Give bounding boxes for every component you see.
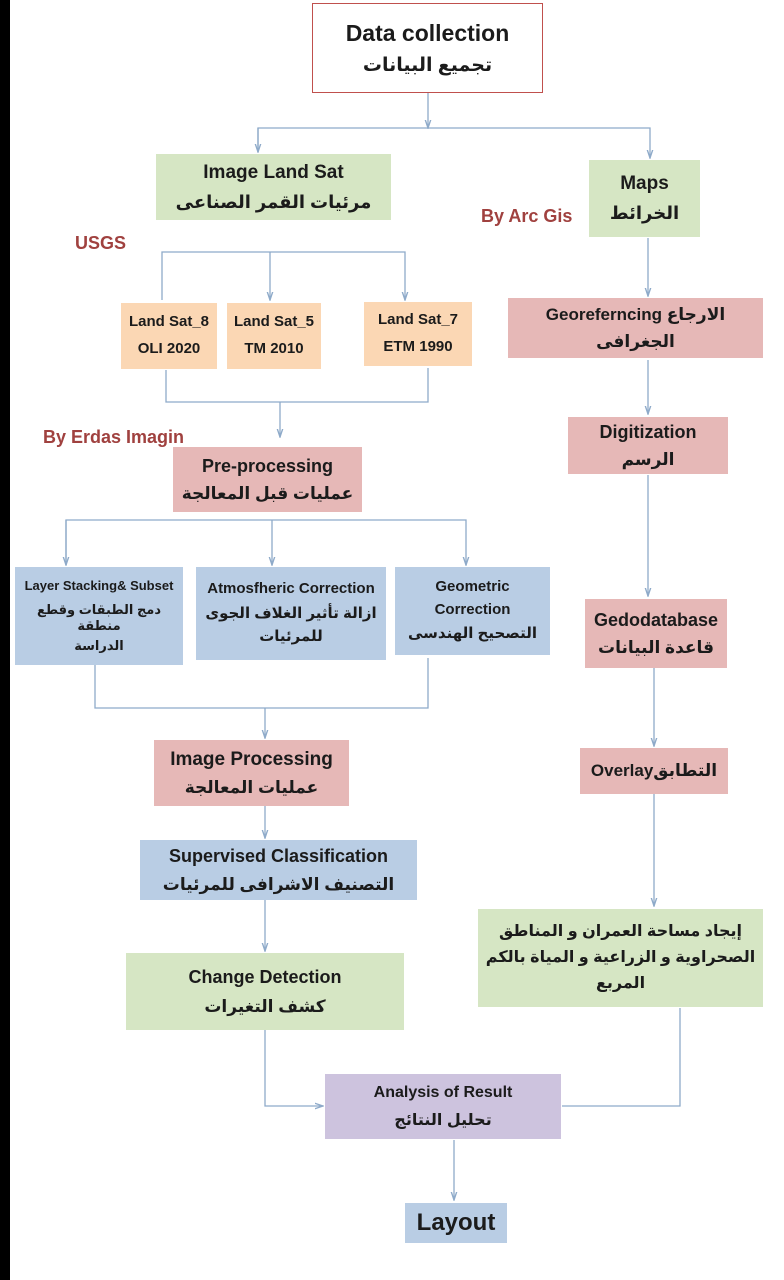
landsat5-box: Land Sat_5 TM 2010 <box>227 303 321 369</box>
image-landsat-title: Image Land Sat <box>203 161 344 183</box>
area-calc-line2: الصحراوية و الزراعية و المياة بالكم <box>485 949 756 966</box>
image-landsat-arabic: مرئيات القمر الصناعى <box>175 191 372 212</box>
digitization-arabic: الرسم <box>621 450 675 470</box>
image-processing-arabic: عمليات المعالجة <box>184 778 319 798</box>
area-calc-line3: المربع <box>595 975 646 992</box>
change-detection-title: Change Detection <box>188 966 342 987</box>
geodatabase-box: Gedodatabase قاعدة البيانات <box>585 599 727 668</box>
georeferencing-line2: الجغرافى <box>596 332 675 351</box>
geodatabase-title: Gedodatabase <box>593 609 719 630</box>
maps-box: Maps الخرائط <box>589 160 700 237</box>
erdas-label: By Erdas Imagin <box>43 427 185 447</box>
layer-stacking-arabic-2: الدراسة <box>74 638 124 654</box>
layout-title: Layout <box>416 1209 496 1236</box>
landsat7-line1: Land Sat_7 <box>377 311 459 329</box>
landsat8-line2: OLI 2020 <box>137 340 201 357</box>
landsat7-line2: ETM 1990 <box>383 338 453 355</box>
layer-stacking-title: Layer Stacking& Subset <box>24 577 174 593</box>
landsat5-line2: TM 2010 <box>244 340 304 357</box>
geometric-title-1: Geometric <box>435 577 510 595</box>
area-calc-line1: إيجاد مساحة العمران و المناطق <box>499 923 742 940</box>
image-processing-box: Image Processing عمليات المعالجة <box>154 740 349 806</box>
arcgis-label: By Arc Gis <box>481 206 573 226</box>
image-landsat-box: Image Land Sat مرئيات القمر الصناعى <box>156 154 391 220</box>
landsat7-box: Land Sat_7 ETM 1990 <box>364 302 472 366</box>
georeferencing-box: Georeferncing الارجاع الجغرافى <box>508 298 763 358</box>
usgs-label: USGS <box>75 233 127 253</box>
analysis-result-box: Analysis of Result تحليل النتائج <box>325 1074 561 1139</box>
image-processing-title: Image Processing <box>170 748 333 770</box>
change-detection-box: Change Detection كشف التغيرات <box>126 953 404 1030</box>
landsat8-line1: Land Sat_8 <box>128 313 210 331</box>
layer-stacking-arabic-1: دمج الطبقات وقطع منطقة <box>36 601 162 633</box>
digitization-title: Digitization <box>599 421 697 442</box>
geodatabase-arabic: قاعدة البيانات <box>597 638 715 658</box>
maps-arabic: الخرائط <box>609 203 680 224</box>
geometric-title-2: Correction <box>434 600 511 618</box>
analysis-title: Analysis of Result <box>373 1083 513 1101</box>
overlay-box: التطابقOverlay <box>580 748 728 794</box>
maps-title: Maps <box>620 173 669 195</box>
atmospheric-correction-box: Atmosfheric Correction ازالة تأثير الغلا… <box>196 567 386 660</box>
left-border-strip <box>0 0 10 1280</box>
supervised-classification-box: Supervised Classification التصنيف الاشرا… <box>140 840 417 900</box>
change-detection-arabic: كشف التغيرات <box>204 997 326 1017</box>
layer-stacking-box: Layer Stacking& Subset دمج الطبقات وقطع … <box>15 567 183 665</box>
preprocessing-box: Pre-processing عمليات قبل المعالجة <box>173 447 362 512</box>
area-calculation-box: إيجاد مساحة العمران و المناطق الصحراوية … <box>478 909 763 1007</box>
data-collection-title: Data collection <box>345 19 510 46</box>
geometric-correction-box: Geometric Correction التصحيح الهندسى <box>395 567 550 655</box>
atmospheric-arabic-1: ازالة تأثير الغلاف الجوى <box>205 605 377 623</box>
analysis-arabic: تحليل النتائج <box>394 1111 492 1129</box>
georeferencing-line1: Georeferncing الارجاع <box>545 304 726 324</box>
preprocessing-arabic: عمليات قبل المعالجة <box>181 484 354 504</box>
layout-box: Layout <box>405 1203 507 1243</box>
landsat5-line1: Land Sat_5 <box>233 313 315 331</box>
supervised-title: Supervised Classification <box>168 846 389 867</box>
landsat8-box: Land Sat_8 OLI 2020 <box>121 303 217 369</box>
overlay-title: التطابقOverlay <box>590 761 718 781</box>
atmospheric-title: Atmosfheric Correction <box>207 580 375 598</box>
preprocessing-title: Pre-processing <box>201 455 334 476</box>
supervised-arabic: التصنيف الاشرافى للمرئيات <box>162 874 395 894</box>
digitization-box: Digitization الرسم <box>568 417 728 474</box>
atmospheric-arabic-2: للمرئيات <box>259 627 323 645</box>
geometric-arabic: التصحيح الهندسى <box>408 625 537 643</box>
data-collection-box: Data collection تجميع البيانات <box>312 3 543 93</box>
data-collection-arabic: تجميع البيانات <box>362 54 493 76</box>
